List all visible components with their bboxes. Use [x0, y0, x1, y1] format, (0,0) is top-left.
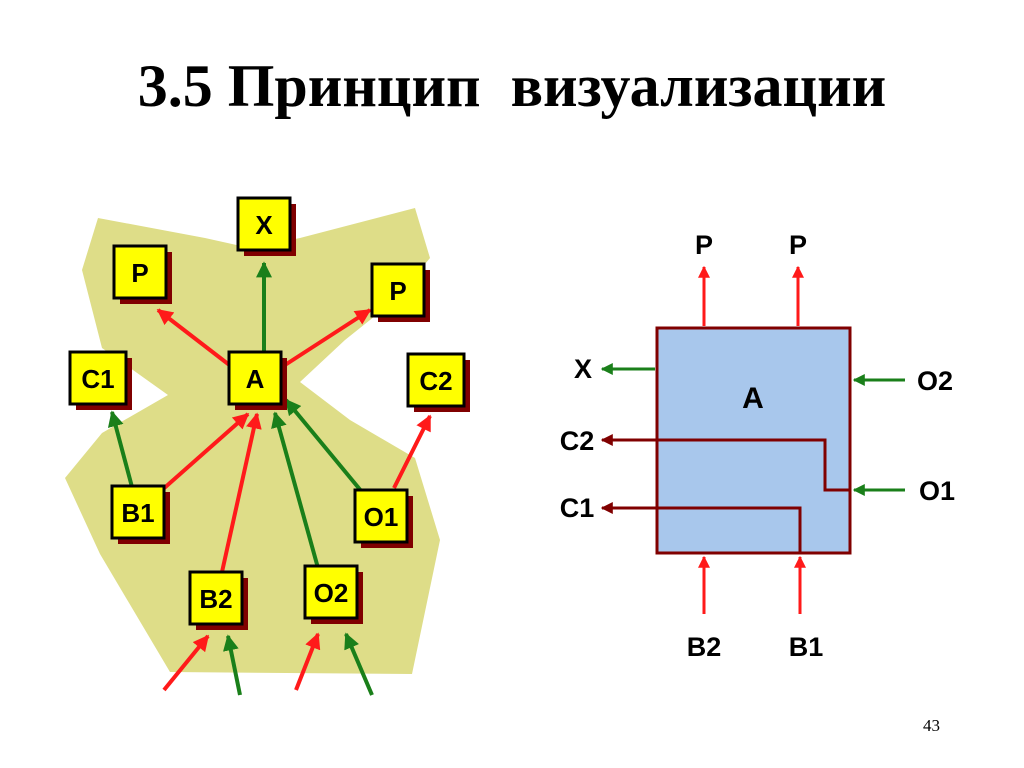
route-b1-to-c1	[657, 506, 802, 553]
edge-o2-to-a	[271, 411, 320, 569]
dependency-graph: X P P C1 A C2 B1	[65, 196, 470, 696]
graph-node-c1: C1	[68, 350, 132, 410]
edge-in-red-b2	[162, 634, 210, 692]
port-label-c2: C2	[560, 426, 595, 456]
edge-b1-to-c1	[107, 410, 134, 488]
edge-in-green-b2	[223, 634, 242, 696]
graph-node-p-left-label: P	[131, 258, 148, 288]
port-label-p-top-right: P	[789, 230, 807, 260]
port-label-b1: B1	[789, 632, 824, 662]
slide-title: 3.5 Принцип визуализации	[137, 53, 887, 119]
graph-node-p-right-label: P	[389, 276, 406, 306]
graph-node-p-left: P	[112, 244, 172, 304]
graph-node-c1-label: C1	[81, 364, 114, 394]
graph-node-b2-label: B2	[199, 584, 232, 614]
graph-node-p-right: P	[370, 262, 430, 322]
edge-in-green-o2	[344, 632, 374, 696]
edge-in-red-o2	[294, 632, 321, 691]
graph-node-x-label: X	[255, 210, 273, 240]
block-a-label: A	[742, 382, 764, 415]
graph-node-b1-label: B1	[121, 498, 154, 528]
port-label-b2: B2	[687, 632, 722, 662]
edge-o1-to-c2	[392, 414, 432, 489]
graph-node-a: A	[227, 350, 287, 410]
graph-node-b1: B1	[110, 484, 170, 544]
route-o1-to-c2	[657, 438, 851, 492]
edge-a-to-p-left	[156, 308, 234, 369]
edge-a-to-p-right	[283, 308, 372, 367]
page-number: 43	[923, 716, 940, 735]
edge-b2-to-a	[220, 412, 262, 573]
graph-node-c2-label: C2	[419, 366, 452, 396]
edge-b1-to-a	[160, 412, 250, 492]
graph-edges	[107, 261, 432, 696]
graph-node-x: X	[236, 196, 296, 256]
port-label-o1: O1	[919, 476, 955, 506]
graph-node-b2: B2	[188, 570, 248, 630]
graph-node-o1-label: O1	[364, 502, 399, 532]
graph-node-a-label: A	[246, 364, 265, 394]
block-diagram: A P P X C2 C1 O2 O1 B2 B1	[560, 230, 955, 662]
edge-o1-to-a	[284, 398, 364, 494]
port-label-c1: C1	[560, 493, 595, 523]
port-label-p-top-left: P	[695, 230, 713, 260]
graph-node-o2-label: O2	[314, 578, 349, 608]
port-label-o2: O2	[917, 366, 953, 396]
graph-node-c2: C2	[406, 352, 470, 412]
port-label-x: X	[574, 354, 592, 384]
graph-node-o2: O2	[303, 564, 363, 624]
graph-node-o1: O1	[353, 488, 413, 548]
